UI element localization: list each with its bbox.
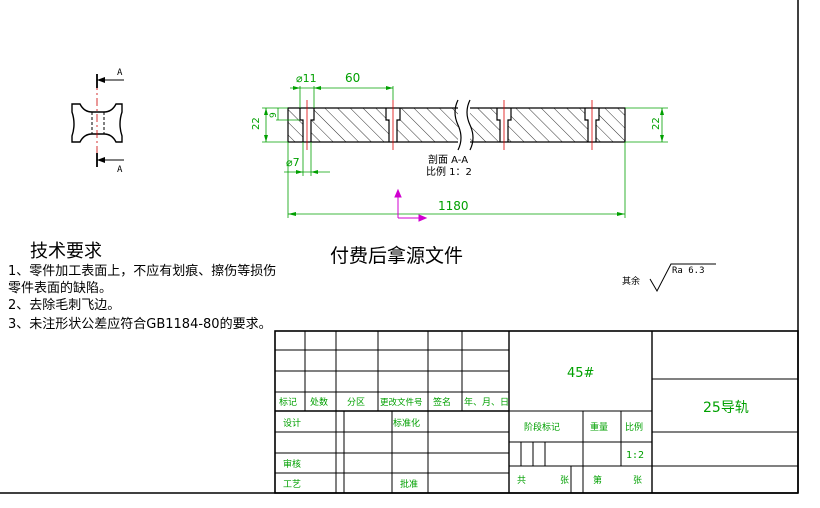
roughness-value: Ra 6.3: [672, 266, 705, 276]
sheets-label-2: 张: [633, 475, 642, 486]
header-zone: 分区: [347, 397, 365, 408]
dim-60: 60: [345, 71, 360, 85]
scale-value: 1:2: [626, 450, 644, 461]
header-count: 处数: [310, 396, 328, 408]
part-name: 25导轨: [703, 400, 749, 416]
approve-label: 批准: [400, 478, 418, 490]
weight-label: 重量: [590, 421, 608, 433]
tech-line-1: 1、零件加工表面上，不应有划痕、擦伤等损伤: [8, 263, 276, 279]
section-caption-scale: 比例 1：2: [426, 165, 472, 178]
header-date: 年、月、日: [464, 396, 509, 408]
title-block-grid: [274, 330, 799, 494]
tech-line-3: 2、去除毛刺飞边。: [8, 298, 120, 313]
tech-line-2: 零件表面的缺陷。: [8, 280, 112, 296]
tech-title: 技术要求: [30, 241, 102, 262]
stage-label: 阶段标记: [524, 421, 560, 433]
roughness-symbol: [649, 263, 716, 293]
number-label: 第: [593, 474, 602, 486]
craft-label: 工艺: [283, 479, 301, 490]
end-view: [71, 82, 123, 165]
check-label: 审核: [283, 458, 301, 470]
design-label: 设计: [283, 417, 301, 429]
header-change-doc: 更改文件号: [380, 397, 423, 408]
dim-dia11: ⌀11: [296, 72, 317, 85]
material-label: 45#: [567, 366, 594, 381]
standard-label: 标准化: [393, 417, 420, 429]
section-mark-bottom: A: [96, 153, 124, 175]
header-sign: 签名: [433, 396, 451, 408]
sheets-label-1: 张: [560, 475, 569, 486]
dim-9: 9: [269, 112, 279, 118]
dim-1180: 1180: [438, 199, 469, 213]
section-mark-top-label: A: [117, 68, 123, 78]
dim-22-right: 22: [651, 117, 662, 130]
tech-line-4: 3、未注形状公差应符合GB1184-80的要求。: [8, 316, 272, 332]
section-mark-top: A: [96, 68, 124, 88]
total-label: 共: [517, 475, 526, 486]
dim-22-left: 22: [251, 117, 262, 130]
watermark-text: 付费后拿源文件: [330, 244, 463, 267]
dimension-arrows: [264, 86, 664, 216]
section-mark-bottom-label: A: [117, 165, 123, 175]
section-caption-name: 剖面 A-A: [428, 153, 468, 166]
scale-label: 比例: [625, 421, 643, 433]
header-mark: 标记: [279, 396, 297, 408]
roughness-prefix: 其余: [622, 275, 640, 287]
ucs-marker: [394, 188, 428, 222]
rail-section-view: [287, 99, 626, 151]
dim-dia7: ⌀7: [286, 156, 300, 169]
